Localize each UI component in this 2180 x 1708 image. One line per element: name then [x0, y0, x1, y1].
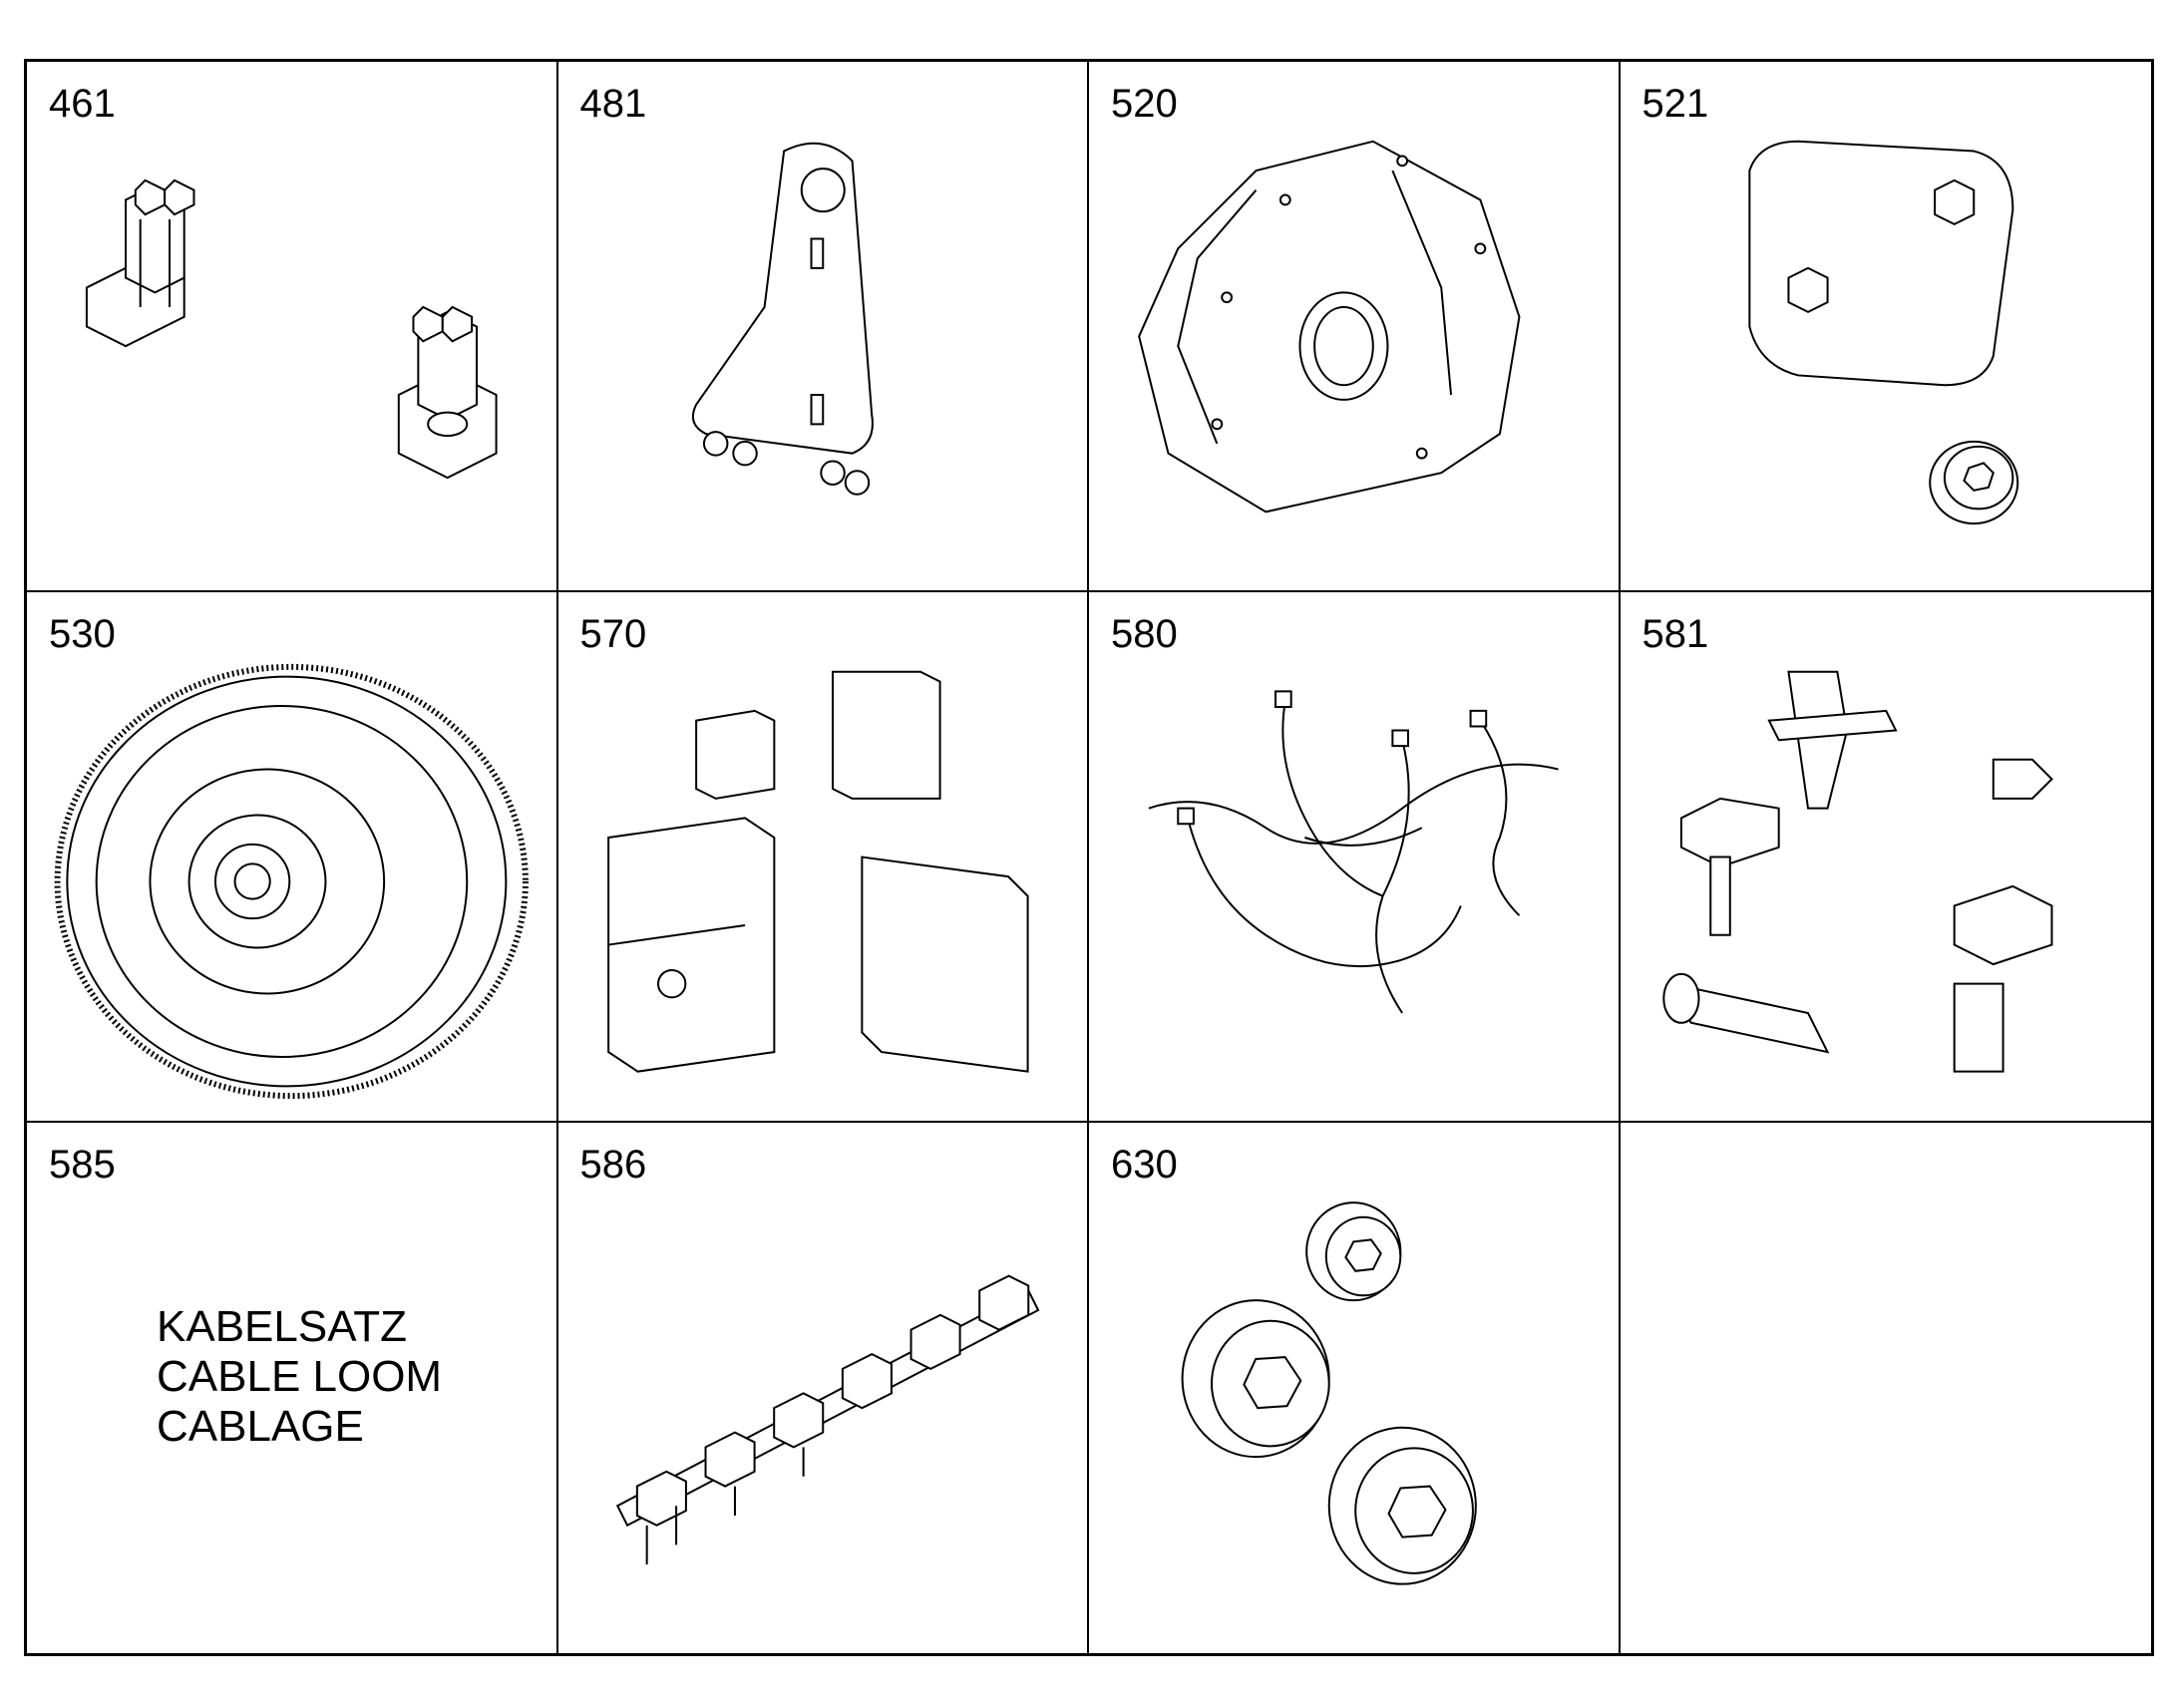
wiring-harness-icon	[1109, 662, 1599, 1101]
part-cell-461[interactable]: 461	[27, 62, 558, 592]
part-cell-580[interactable]: 580	[1089, 592, 1621, 1123]
part-cell-586[interactable]: 586	[558, 1123, 1089, 1653]
cover-plate-with-plug-icon	[1640, 132, 2132, 570]
part-number: 586	[579, 1143, 647, 1187]
part-cell-481[interactable]: 481	[557, 62, 1089, 592]
part-cell-520[interactable]: 520	[1089, 62, 1621, 592]
part-number: 521	[1641, 82, 1709, 126]
ignition-coil-rail-icon	[578, 1193, 1068, 1633]
control-units-icon	[578, 662, 1068, 1101]
lifting-eye-bracket-icon	[578, 132, 1068, 570]
part-number: 630	[1111, 1143, 1178, 1187]
flywheel-housing-icon	[1109, 132, 1599, 570]
part-number: 461	[49, 82, 116, 126]
part-number: 481	[579, 82, 647, 126]
part-number: 585	[49, 1143, 116, 1187]
part-cell-581[interactable]: 581	[1620, 592, 2151, 1123]
part-cell-570[interactable]: 570	[557, 592, 1089, 1123]
engine-mount-brackets-icon	[47, 132, 537, 570]
caption-line-de: KABELSATZ	[157, 1302, 408, 1351]
flywheel-icon	[47, 662, 537, 1101]
parts-grid: 461 481	[24, 59, 2154, 1656]
part-number: 570	[579, 612, 647, 656]
part-cell-530[interactable]: 530	[27, 592, 558, 1123]
part-cell-630[interactable]: 630	[1089, 1123, 1621, 1653]
part-number: 581	[1641, 612, 1709, 656]
sensors-icon	[1640, 662, 2132, 1101]
caption-line-fr: CABLAGE	[157, 1402, 364, 1451]
part-cell-521[interactable]: 521	[1620, 62, 2151, 592]
cable-loom-caption: KABELSATZ CABLE LOOM CABLAGE	[157, 1302, 442, 1452]
empty-cell	[1621, 1123, 2152, 1653]
part-cell-585[interactable]: 585 KABELSATZ CABLE LOOM CABLAGE	[27, 1123, 558, 1653]
caption-line-en: CABLE LOOM	[157, 1352, 443, 1401]
part-number: 580	[1111, 612, 1178, 656]
part-number: 520	[1111, 82, 1178, 126]
part-number: 530	[49, 612, 116, 656]
screw-plugs-icon	[1109, 1193, 1599, 1633]
